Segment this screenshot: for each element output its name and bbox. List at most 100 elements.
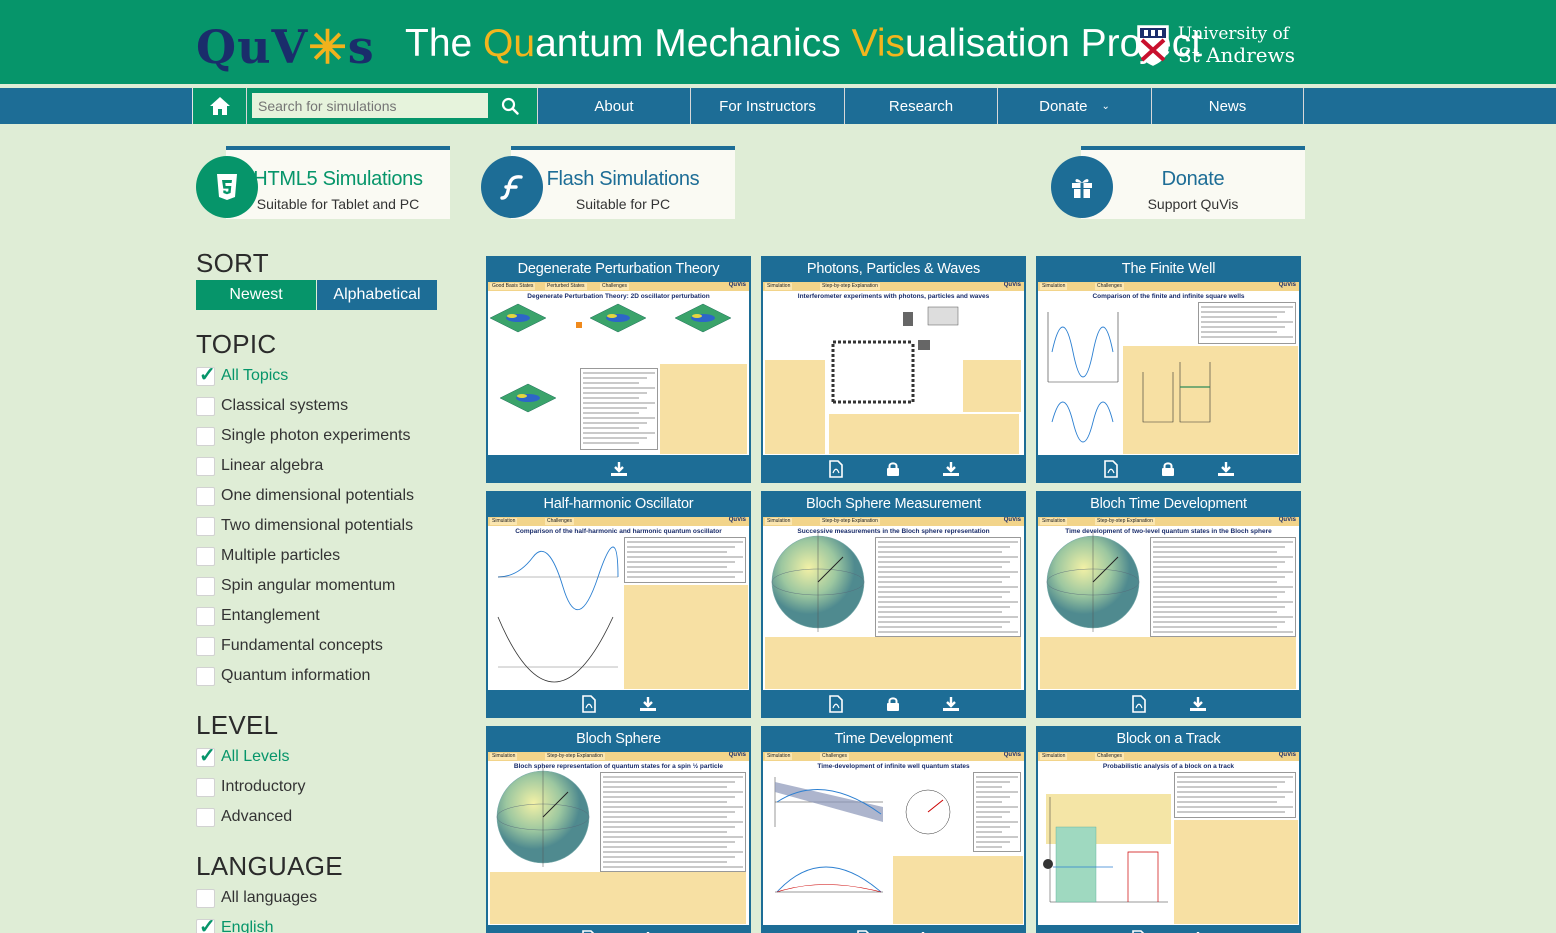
search-input[interactable] [252, 93, 488, 118]
card-actions [1036, 455, 1301, 483]
filter-option[interactable]: ✓All Topics [196, 364, 288, 387]
checkbox[interactable] [196, 486, 215, 506]
filter-option[interactable]: ✓English [196, 916, 273, 933]
filter-option[interactable]: Single photon experiments [196, 425, 410, 447]
checkbox[interactable] [196, 426, 215, 446]
filter-option[interactable]: Introductory [196, 776, 305, 798]
checkbox[interactable]: ✓ [196, 745, 216, 767]
simulation-title[interactable]: Bloch Sphere [576, 731, 661, 747]
simulation-title[interactable]: Bloch Sphere Measurement [806, 496, 981, 512]
checkbox[interactable] [196, 606, 215, 626]
tile-flash[interactable]: Flash Simulations Suitable for PC [481, 146, 735, 219]
thumbnail-tab: Challenges [1095, 753, 1125, 760]
download-icon[interactable] [1217, 461, 1235, 477]
filter-option[interactable]: Multiple particles [196, 545, 340, 567]
filter-option[interactable]: Two dimensional potentials [196, 515, 413, 537]
filter-option[interactable]: Advanced [196, 806, 292, 828]
simulation-title[interactable]: Time Development [834, 731, 953, 747]
download-icon[interactable] [942, 696, 960, 712]
checkbox[interactable] [196, 807, 215, 827]
checkbox[interactable] [196, 666, 215, 686]
checkbox[interactable] [196, 546, 215, 566]
checkbox[interactable] [196, 636, 215, 656]
university-logo[interactable]: University of St Andrews [1136, 22, 1306, 70]
checkbox[interactable] [196, 456, 215, 476]
title-part: Qu [483, 22, 536, 65]
pdf-icon[interactable] [581, 695, 597, 713]
pdf-icon[interactable] [581, 930, 597, 933]
simulation-title[interactable]: Photons, Particles & Waves [806, 261, 981, 277]
nav-research[interactable]: Research [844, 88, 997, 124]
filter-option[interactable]: Spin angular momentum [196, 575, 395, 597]
checkbox[interactable] [196, 516, 215, 536]
filter-option[interactable]: Linear algebra [196, 455, 323, 477]
pdf-icon[interactable] [828, 695, 844, 713]
filter-option[interactable]: Entanglement [196, 605, 320, 627]
download-icon[interactable] [942, 461, 960, 477]
checkbox[interactable]: ✓ [196, 916, 216, 933]
home-button[interactable] [192, 88, 246, 124]
sort-alphabetical-button[interactable]: Alphabetical [317, 280, 437, 310]
card-actions [1036, 690, 1301, 718]
pdf-icon[interactable] [1131, 695, 1147, 713]
tile-html5[interactable]: HTML5 Simulations Suitable for Tablet an… [196, 146, 450, 219]
simulation-title[interactable]: Degenerate Perturbation Theory [517, 261, 720, 277]
search-button[interactable] [490, 93, 530, 118]
pdf-icon[interactable] [1103, 460, 1119, 478]
tile-title: HTML5 Simulations [253, 168, 423, 190]
quvis-mini-logo: QuVis [728, 517, 746, 523]
nav-news[interactable]: News [1151, 88, 1304, 124]
filter-option[interactable]: ✓All Levels [196, 745, 289, 768]
simulation-title[interactable]: Block on a Track [1116, 731, 1221, 747]
nav-about[interactable]: About [537, 88, 690, 124]
nav-for-instructors[interactable]: For Instructors [690, 88, 844, 124]
checkbox[interactable] [196, 777, 215, 797]
pdf-icon[interactable] [828, 460, 844, 478]
level-heading: LEVEL [196, 710, 279, 740]
tile-donate[interactable]: Donate Support QuVis [1051, 146, 1305, 219]
lock-icon[interactable] [1161, 461, 1175, 477]
filter-option[interactable]: One dimensional potentials [196, 485, 414, 507]
filter-label: Two dimensional potentials [221, 517, 414, 534]
checkbox[interactable] [196, 396, 215, 416]
lock-icon[interactable] [886, 461, 900, 477]
nav-donate[interactable]: Donate⌄ [997, 88, 1151, 124]
simulation-title[interactable]: Half-harmonic Oscillator [543, 496, 694, 512]
title-part: antum Mechanics [535, 22, 852, 65]
checkbox[interactable]: ✓ [196, 364, 216, 386]
pdf-icon[interactable] [856, 930, 872, 933]
checkbox[interactable] [196, 576, 215, 596]
quvis-logo[interactable]: QuV✳s [196, 18, 381, 76]
filter-option[interactable]: Fundamental concepts [196, 635, 383, 657]
pdf-icon[interactable] [1131, 930, 1147, 933]
filter-option[interactable]: Quantum information [196, 665, 370, 687]
checkbox[interactable] [196, 888, 215, 908]
download-icon[interactable] [610, 461, 628, 477]
simulation-title[interactable]: The Finite Well [1121, 261, 1216, 277]
filter-option[interactable]: All languages [196, 887, 317, 909]
simulation-title[interactable]: Bloch Time Development [1090, 496, 1247, 512]
download-icon[interactable] [1189, 696, 1207, 712]
sort-newest-button[interactable]: Newest [196, 280, 316, 310]
filter-option[interactable]: Classical systems [196, 395, 348, 417]
download-icon[interactable] [639, 696, 657, 712]
lock-icon[interactable] [886, 696, 900, 712]
